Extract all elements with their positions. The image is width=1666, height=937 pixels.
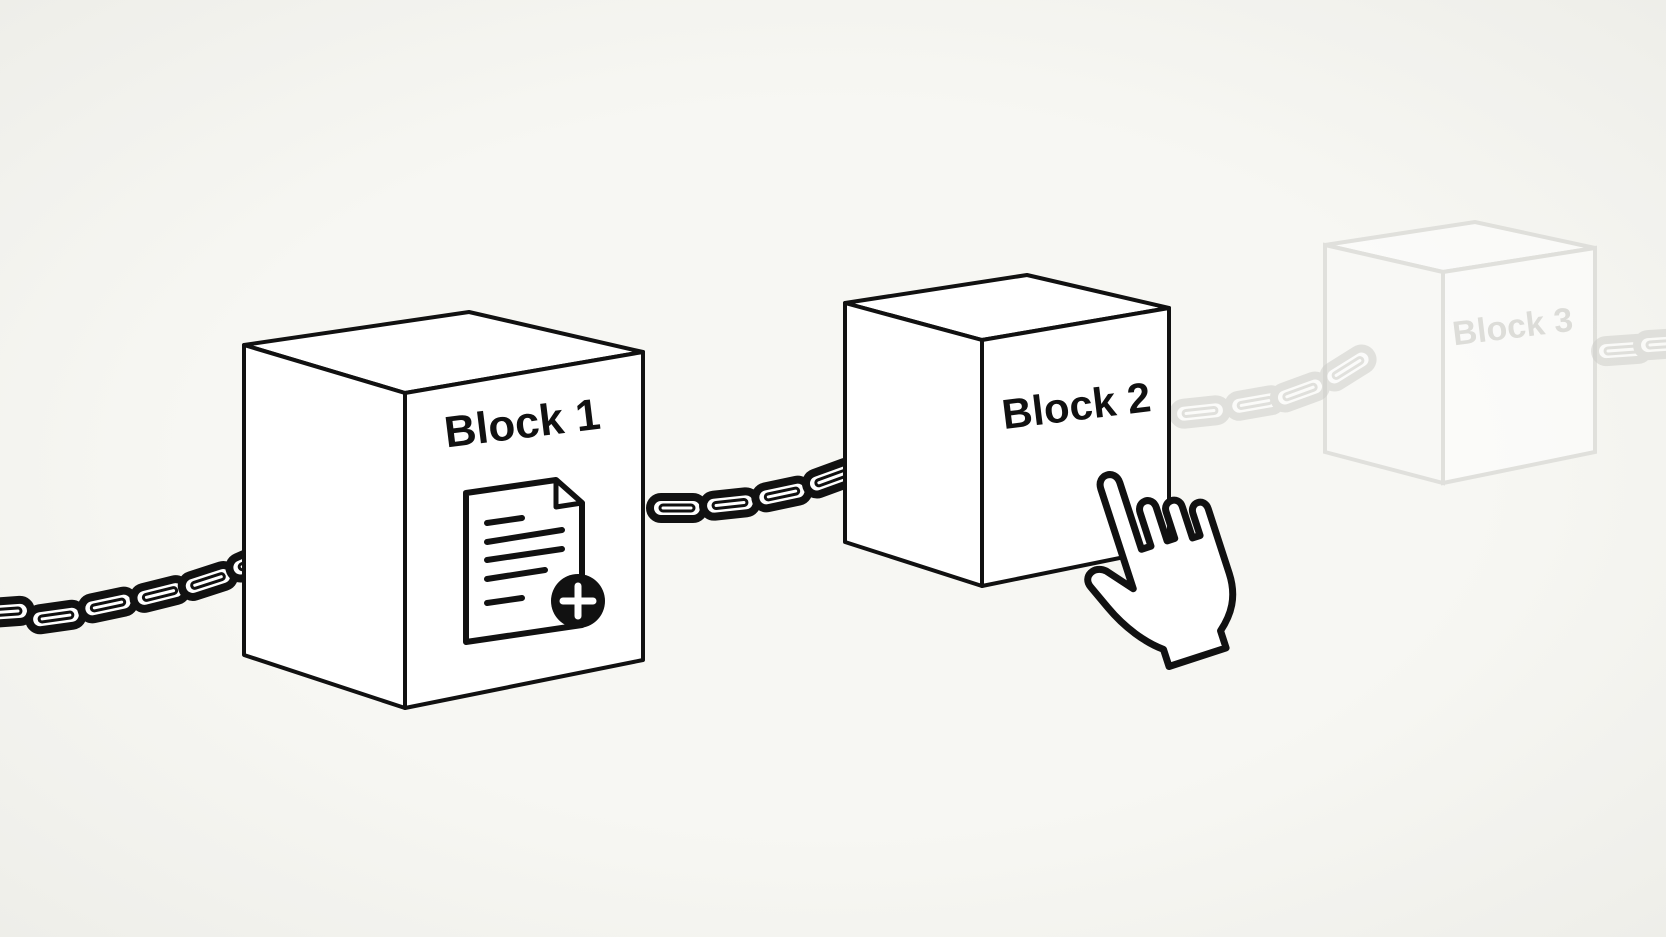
chain-link-icon: [79, 589, 136, 622]
chain-link-icon: [650, 497, 704, 519]
block-1-left-face: [242, 343, 407, 710]
chain-link-icon: [1636, 331, 1666, 357]
block-3-front-face: [1441, 245, 1597, 486]
chain-link-icon: [702, 490, 758, 518]
chain-block3-to-edge: [1594, 331, 1666, 363]
chain-link-icon: [1172, 398, 1228, 426]
block-3: Block 3: [1323, 219, 1597, 486]
pointing-hand-icon: [1084, 471, 1237, 670]
block-1: Block 1: [242, 310, 645, 710]
block-2-left-face: [843, 301, 984, 588]
block-2: Block 2: [843, 273, 1171, 588]
chain-link-icon: [28, 602, 85, 631]
add-document-icon: [463, 477, 605, 645]
